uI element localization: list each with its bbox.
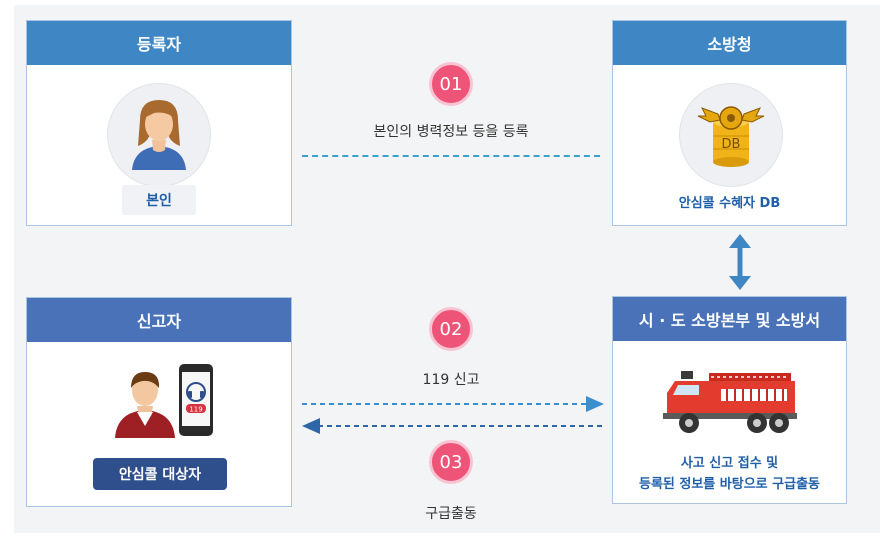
fire-truck-icon — [663, 371, 797, 433]
reporter-label: 안심콜 대상자 — [93, 458, 227, 490]
reporter-box: 신고자 119 안심콜 대상자 — [26, 297, 292, 507]
step-03-badge: 03 — [429, 440, 473, 484]
step-01-badge: 01 — [429, 62, 473, 106]
registrant-label: 본인 — [122, 185, 196, 215]
station-caption: 사고 신고 접수 및 등록된 정보를 바탕으로 구급출동 — [613, 453, 846, 495]
phone-119-badge: 119 — [189, 406, 202, 414]
registration-dashed-line — [302, 155, 600, 157]
step-02-text: 119 신고 — [422, 372, 480, 388]
db-text: DB — [722, 137, 741, 152]
step-03-text: 구급출동 — [425, 506, 477, 522]
man-with-phone-icon: 119 — [115, 364, 213, 438]
dispatch-arrow-left — [302, 418, 604, 434]
station-header: 시 · 도 소방본부 및 소방서 — [613, 297, 846, 341]
reporter-header: 신고자 — [27, 298, 291, 342]
step-02-badge: 02 — [429, 307, 473, 351]
person-avatar-circle — [107, 83, 211, 187]
bidirectional-vertical-arrow — [729, 234, 751, 290]
station-caption-line-1: 사고 신고 접수 및 — [680, 456, 779, 471]
db-icon-circle: DB — [679, 83, 783, 187]
woman-icon — [132, 100, 186, 170]
report-arrow-right — [302, 396, 604, 412]
database-emblem-icon: DB — [697, 106, 765, 167]
fire-hq-box: 소방청 DB 안심콜 수혜자 DB — [612, 20, 847, 226]
step-01-text: 본인의 병력정보 등을 등록 — [373, 124, 529, 140]
station-box: 시 · 도 소방본부 및 소방서 사고 신고 접수 및 등록된 정보를 바탕으로… — [612, 296, 847, 504]
registrant-header: 등록자 — [27, 21, 291, 65]
fire-hq-label: 안심콜 수혜자 DB — [678, 196, 781, 211]
station-caption-line-2: 등록된 정보를 바탕으로 구급출동 — [638, 477, 821, 492]
registrant-box: 등록자 본인 — [26, 20, 292, 226]
fire-hq-header: 소방청 — [613, 21, 846, 65]
